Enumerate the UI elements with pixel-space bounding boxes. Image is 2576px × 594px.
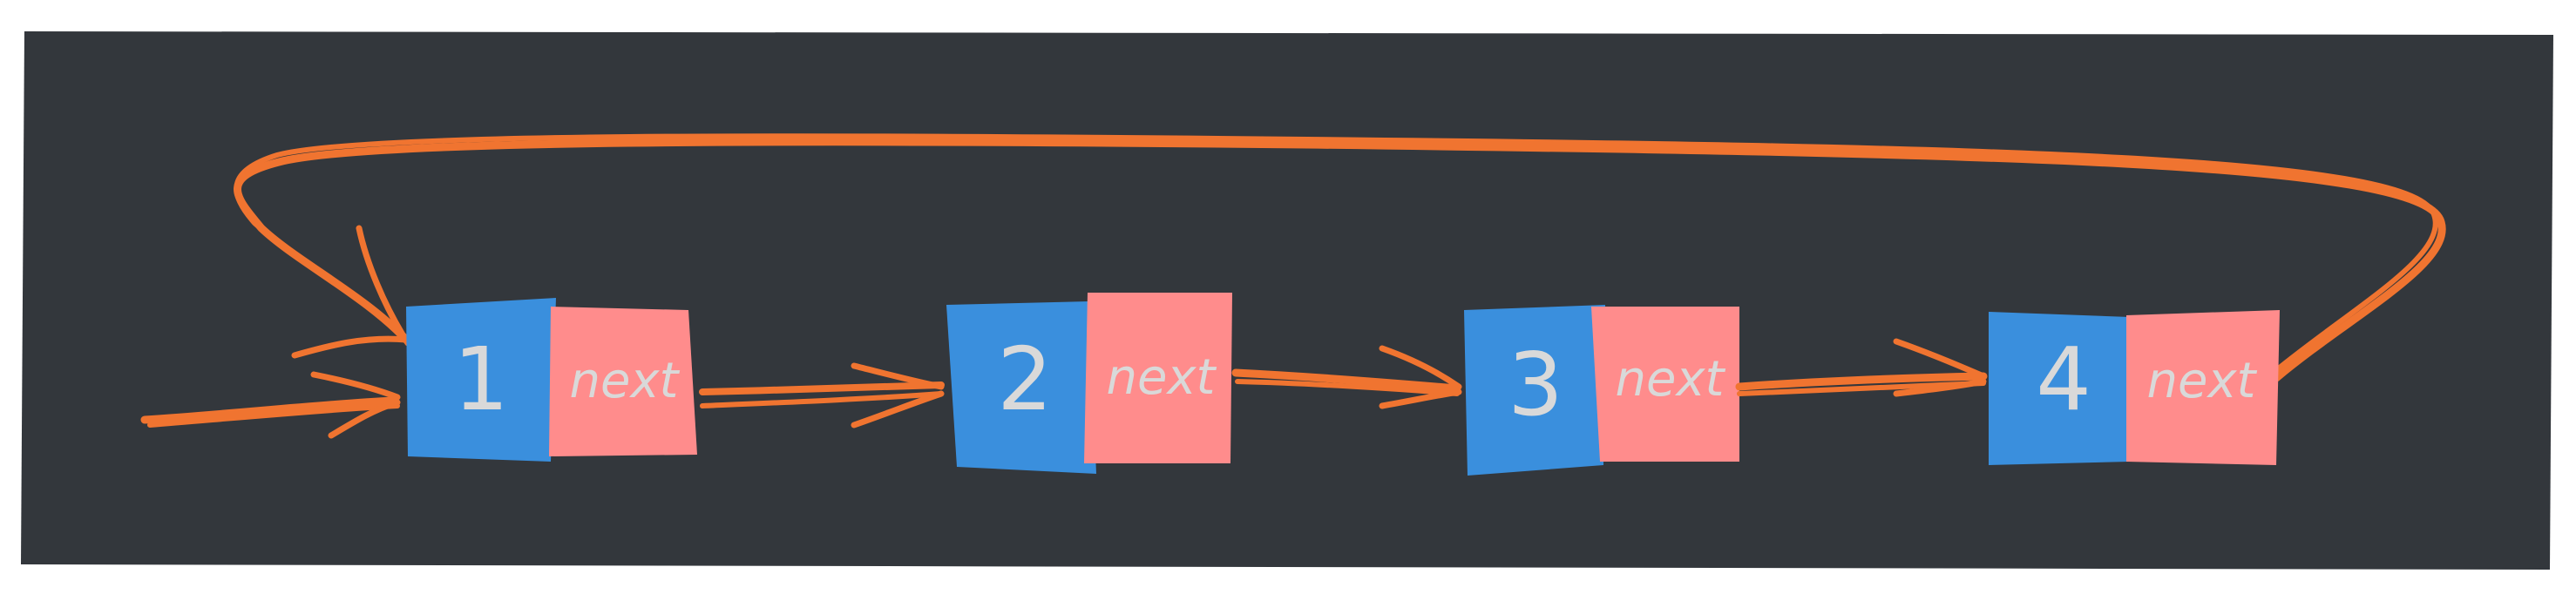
node-2: 2 next	[946, 293, 1232, 474]
node-3-value: 3	[1508, 334, 1563, 435]
node-1-next-label: next	[569, 353, 680, 409]
arrow-node2-to-node3	[1231, 345, 1462, 409]
node-2-next-box	[1084, 293, 1232, 463]
node-2-value: 2	[997, 328, 1053, 430]
node-4-value: 4	[2036, 328, 2091, 430]
loop-back-arrow	[234, 133, 2446, 382]
node-1-value-box	[406, 298, 556, 462]
node-3-next-box	[1591, 307, 1739, 462]
entry-arrow	[140, 371, 401, 439]
node-2-next-label: next	[1106, 349, 1217, 406]
node-4-next-box	[2126, 310, 2280, 465]
node-3-next-label: next	[1615, 351, 1725, 408]
node-1-value: 1	[453, 328, 509, 430]
node-3: 3 next	[1464, 305, 1739, 476]
canvas-background	[21, 31, 2553, 570]
arrow-node1-to-node2	[699, 362, 945, 429]
arrow-node3-to-node4	[1735, 338, 1988, 397]
node-4-next-label: next	[2146, 353, 2257, 409]
node-4: 4 next	[1989, 310, 2280, 465]
node-3-value-box	[1464, 305, 1605, 476]
node-1-next-box	[549, 307, 697, 456]
node-2-value-box	[946, 301, 1096, 474]
node-4-value-box	[1989, 312, 2130, 465]
node-1: 1 next	[406, 298, 697, 462]
